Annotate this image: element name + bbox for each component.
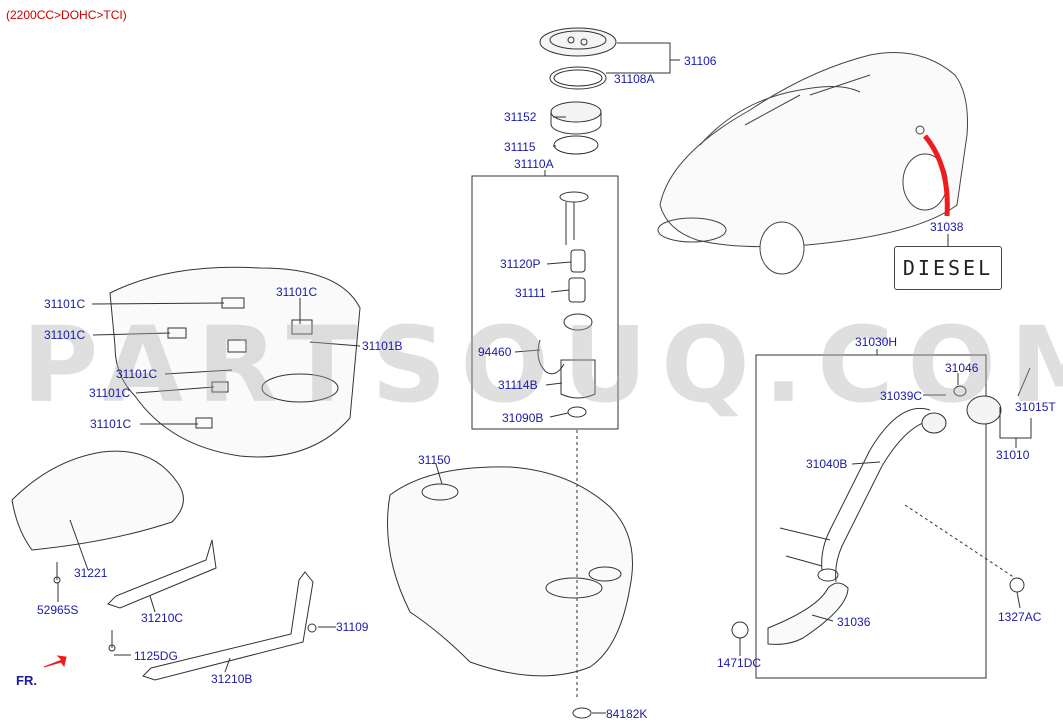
diesel-badge: DIESEL [894,246,1002,290]
part-label[interactable]: 31015T [1015,400,1056,414]
pump-module-drawing [537,191,596,418]
part-label[interactable]: 31110A [514,157,554,171]
part-label[interactable]: 31030H [855,335,898,349]
part-label[interactable]: 31111 [515,286,546,300]
part-label[interactable]: 31152 [504,110,537,124]
filler-neck-drawing [767,367,1031,645]
part-label[interactable]: 94460 [478,345,512,359]
part-label[interactable]: 52965S [37,603,79,617]
part-label[interactable]: 31101C [116,367,158,381]
part-label[interactable]: 1125DG [134,649,178,663]
part-label[interactable]: 31039C [880,389,923,403]
vehicle-drawing [657,52,968,275]
diagram-header: (2200CC>DOHC>TCI) [6,8,127,22]
pump-cap-drawing [539,27,617,155]
part-label[interactable]: 31106 [684,54,717,68]
part-label[interactable]: 31150 [418,453,451,467]
filler-neck-box [755,349,987,679]
part-label[interactable]: 31010 [996,448,1030,462]
part-label[interactable]: 31101C [90,417,132,431]
part-label[interactable]: 31210B [211,672,253,686]
tank-straps-drawing [53,539,317,681]
pump-assembly-box [471,170,619,430]
part-label[interactable]: 31090B [502,411,544,425]
heat-shield-drawing [11,450,184,551]
part-label[interactable]: 31221 [74,566,108,580]
part-label[interactable]: 31101C [89,386,131,400]
front-arrow-icon [43,655,67,668]
part-label[interactable]: 31101C [44,328,86,342]
part-label[interactable]: 1327AC [998,610,1042,624]
part-label[interactable]: 31101B [362,339,403,353]
fuel-door-pointer [923,134,950,217]
part-label[interactable]: 31115 [504,140,536,154]
part-label[interactable]: 31101C [276,285,318,299]
part-label[interactable]: 31108A [614,72,655,86]
part-label[interactable]: 31210C [141,611,184,625]
part-label[interactable]: 31109 [336,620,369,634]
part-label[interactable]: 31114B [498,378,538,392]
leader-lines [57,42,1032,714]
front-direction-label: FR. [16,673,37,688]
part-label[interactable]: 84182K [606,707,648,721]
part-label[interactable]: 31036 [837,615,871,629]
drain-plug [572,707,592,719]
part-label[interactable]: 31046 [945,361,979,375]
fuel-tank-drawing [387,466,633,677]
part-label[interactable]: 31040B [806,457,848,471]
tank-protector-drawing [109,266,361,458]
part-label[interactable]: 31120P [500,257,541,271]
part-label[interactable]: 31101C [44,297,86,311]
part-label[interactable]: 31038 [930,220,964,234]
part-label[interactable]: 1471DC [717,656,762,670]
